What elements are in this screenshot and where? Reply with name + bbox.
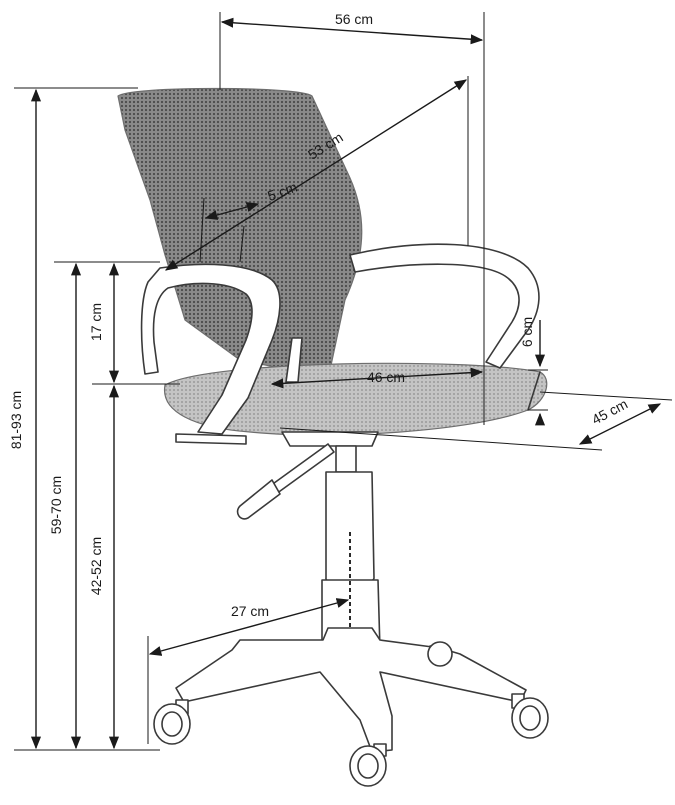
seat-mechanism	[281, 431, 379, 447]
caster-front	[349, 743, 387, 787]
label-overall-width: 56 cm	[335, 11, 373, 27]
dimension-lines	[14, 12, 673, 751]
seat-edge	[527, 371, 541, 411]
caster-right	[511, 693, 549, 739]
height-lever	[269, 443, 335, 495]
armrest-right	[349, 243, 540, 369]
label-overall-height: 81-93 cm	[8, 391, 24, 449]
label-seat-width: 46 cm	[367, 369, 405, 385]
caster-back	[427, 641, 453, 667]
dimension-labels: 56 cm 53 cm 5 cm 81-93 cm 59-70 cm 42-52…	[8, 11, 630, 619]
base-star	[175, 627, 527, 753]
armrest-left	[140, 263, 281, 435]
label-armrest-above-seat: 17 cm	[88, 303, 104, 341]
backrest	[117, 87, 363, 373]
label-base-radius: 27 cm	[231, 603, 269, 619]
armrest-left-pad	[175, 433, 247, 445]
gas-cylinder-top	[335, 445, 357, 473]
height-lever-handle	[236, 479, 281, 520]
label-seat-depth: 45 cm	[589, 396, 630, 428]
label-seat-thickness: 6 cm	[519, 317, 535, 347]
label-seat-height: 42-52 cm	[88, 537, 104, 595]
caster-left	[153, 699, 191, 745]
label-armrest-height: 59-70 cm	[48, 476, 64, 534]
